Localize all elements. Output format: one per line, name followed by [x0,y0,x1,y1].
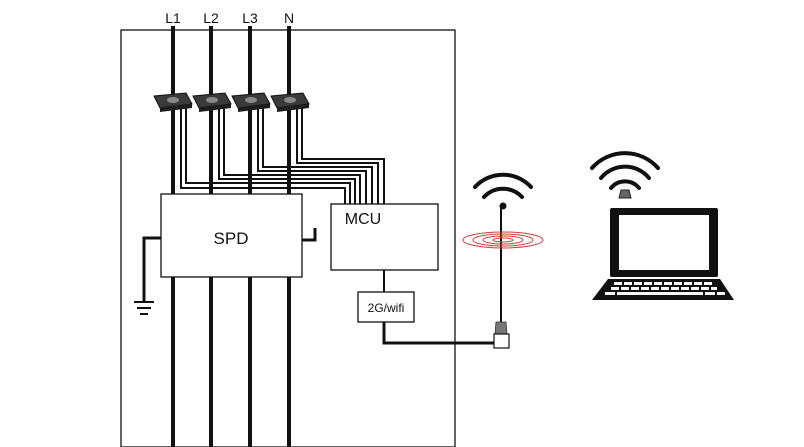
antenna-cable [382,322,494,345]
label-n: N [284,10,294,26]
spd-aux-terminal [302,228,317,242]
mcu-block [330,203,439,271]
sensor-wires [180,108,385,204]
laptop-wifi-signal-icon [590,151,660,190]
label-l2: L2 [203,10,219,26]
ct-sensor-l1 [153,92,193,112]
wifi-signal-icon [473,172,533,210]
signal-rings [462,231,544,249]
laptop-antenna [618,189,632,199]
power-lines-upper [171,26,291,194]
power-lines-lower [171,277,291,447]
mcu-label: MCU [345,211,381,228]
ct-sensor-l3 [231,92,271,112]
current-transformer-icon [153,92,310,112]
ground-icon [134,236,161,315]
antenna-icon [493,206,510,349]
spd-label: SPD [214,229,249,248]
ct-sensor-l2 [192,92,232,112]
comm-module-label: 2G/wifi [368,301,405,315]
label-l3: L3 [242,10,258,26]
comm-module-block [357,291,415,323]
laptop-icon [592,208,734,300]
ct-sensor-n [270,92,310,112]
spd-block [160,193,303,278]
label-l1: L1 [165,10,181,26]
